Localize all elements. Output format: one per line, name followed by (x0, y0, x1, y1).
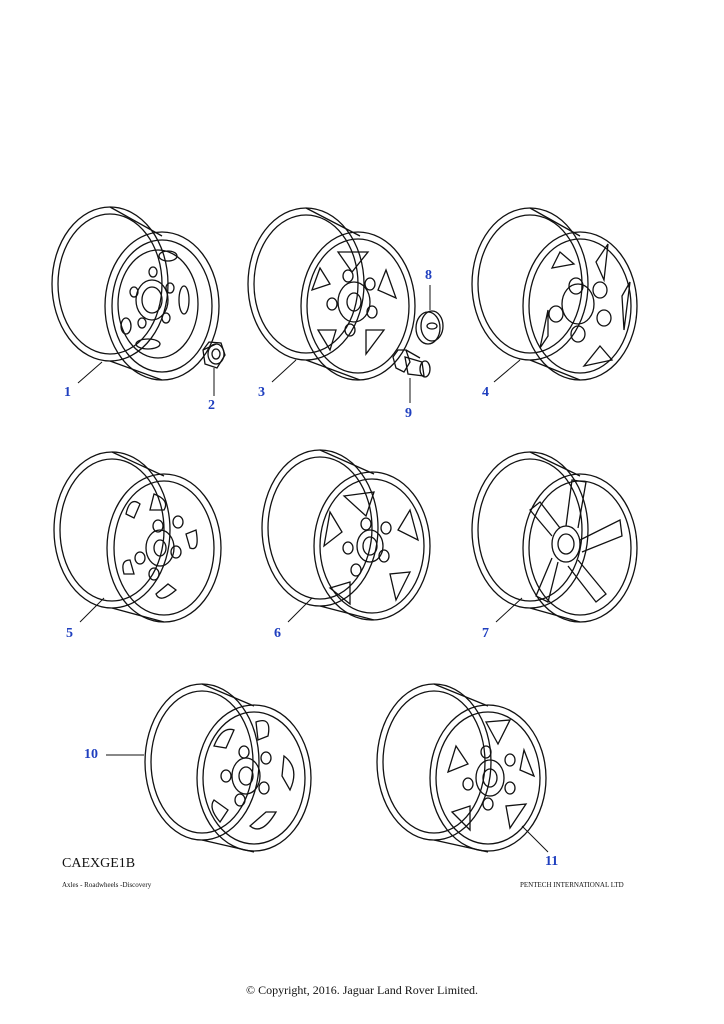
callout-4: 4 (482, 385, 489, 400)
callout-9: 9 (405, 406, 412, 421)
copyright-notice: © Copyright, 2016. Jaguar Land Rover Lim… (245, 983, 479, 997)
centre-cap-8 (415, 310, 444, 345)
callout-8: 8 (425, 268, 432, 283)
diagram-caption: Axles - Roadwheels -Discovery (62, 881, 152, 889)
wheel-1-steel (51, 206, 220, 381)
publisher-caption: PENTECH INTERNATIONAL LTD (520, 881, 624, 889)
callout-11: 11 (545, 854, 559, 869)
wheel-5-alloy (53, 451, 222, 623)
callout-1: 1 (64, 385, 71, 400)
wheel-11-alloy (376, 683, 547, 853)
wheel-10-alloy (144, 683, 312, 853)
callout-5: 5 (66, 626, 73, 641)
diagram-code: CAEXGE1B (62, 856, 136, 871)
wheel-4-alloy (471, 207, 638, 381)
leader-lines (77, 285, 549, 853)
callout-2: 2 (208, 398, 215, 413)
wheel-7-alloy (471, 451, 638, 623)
wheel-nut-2 (202, 341, 226, 369)
callout-10: 10 (84, 747, 98, 762)
callout-6: 6 (274, 626, 281, 641)
locking-nut-9 (392, 349, 431, 378)
callout-3: 3 (258, 385, 265, 400)
callout-7: 7 (482, 626, 489, 641)
wheel-3-alloy (247, 207, 416, 381)
wheel-6-alloy (261, 449, 431, 621)
